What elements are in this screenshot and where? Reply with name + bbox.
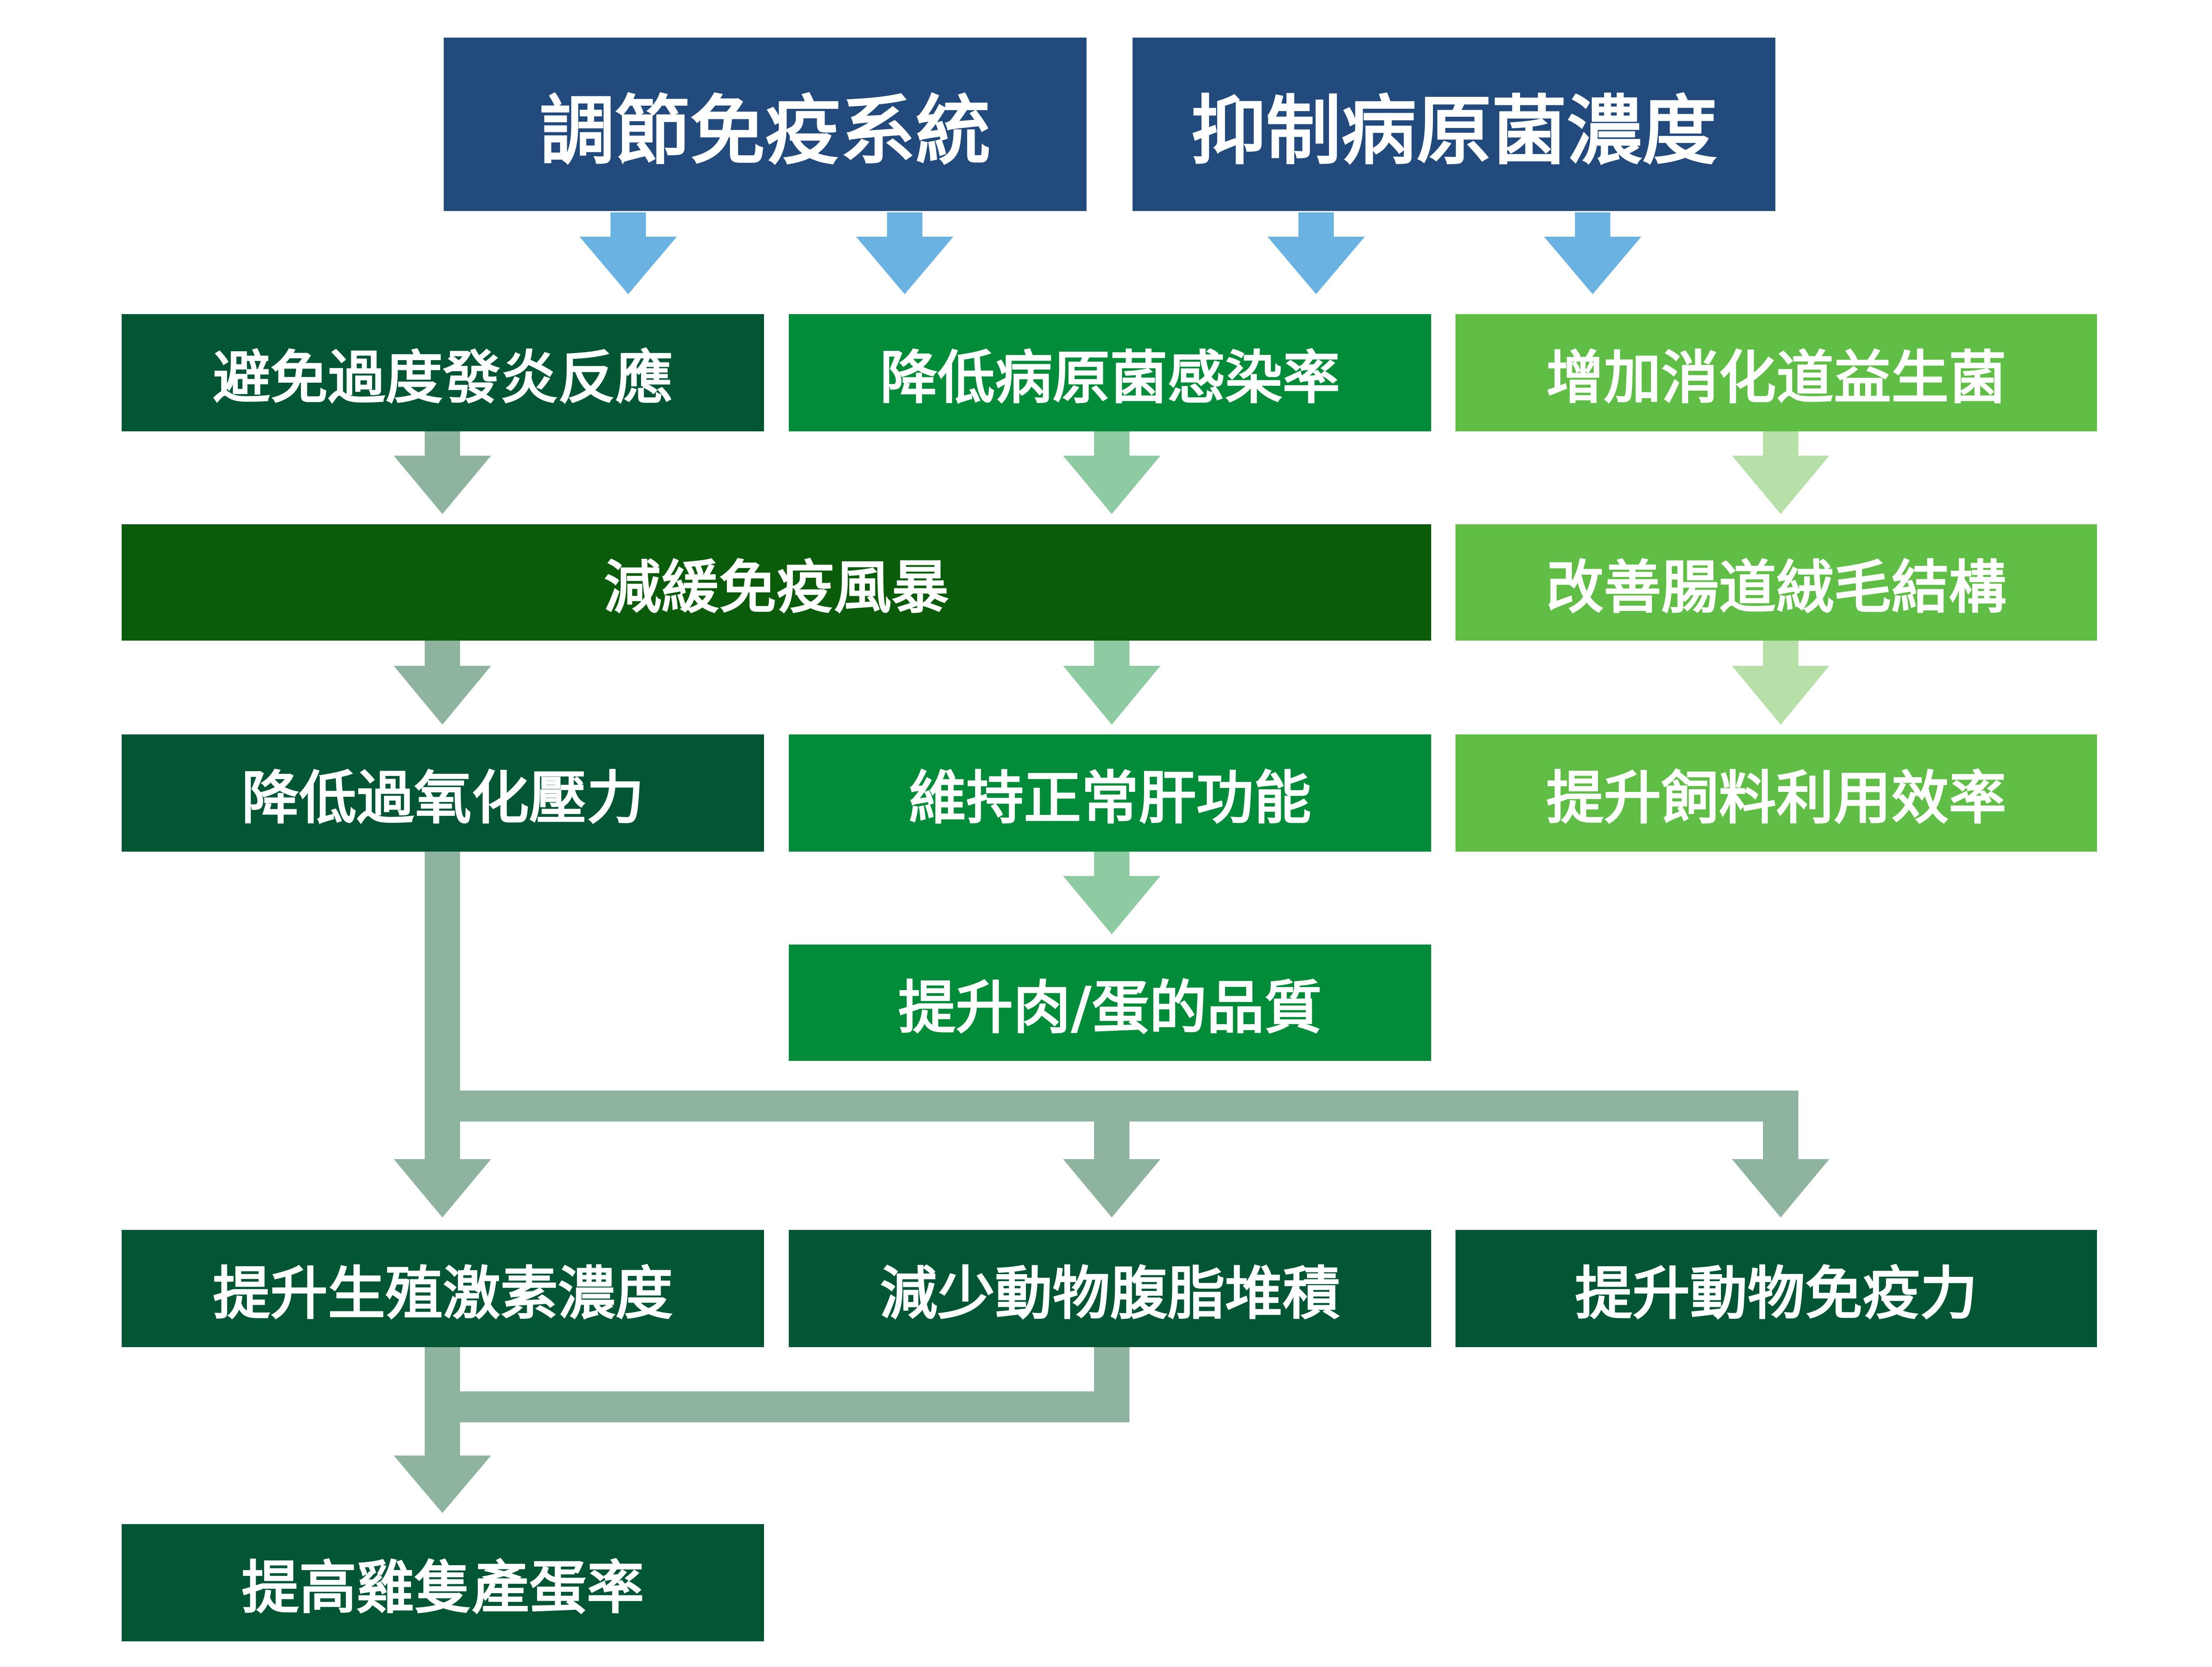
box-feed-efficiency-label: 提升飼料利用效率: [1546, 764, 2006, 832]
arrow-storm-to-liver-shaft: [1094, 641, 1129, 667]
box-feed-efficiency: 提升飼料利用效率: [1455, 734, 2097, 852]
box-avoid-inflammation: 避免過度發炎反應: [122, 314, 764, 431]
line-split-middle: [1094, 1091, 1129, 1161]
box-suppress-pathogen: 抑制病原菌濃度: [1133, 38, 1775, 211]
arrow-storm-to-liver-head: [1063, 666, 1160, 725]
box-regulate-immune-system: 調節免疫系統: [444, 38, 1087, 211]
box-meat-egg-quality-label: 提升肉/蛋的品質: [898, 974, 1322, 1041]
arrow-inflammation-to-storm-shaft: [425, 431, 460, 458]
box-improve-villi-label: 改善腸道絨毛結構: [1546, 553, 2006, 621]
arrow-villi-to-feed-shaft: [1763, 641, 1798, 667]
box-suppress-pathogen-label: 抑制病原菌濃度: [1190, 88, 1717, 175]
box-regulate-immune-system-label: 調節免疫系統: [539, 88, 991, 175]
blue-arrows: [580, 212, 1641, 294]
arrow-immune-left-head: [580, 237, 677, 294]
arrow-to-egg-rate-head: [394, 1456, 491, 1513]
arrow-inflammation-to-storm-head: [394, 456, 491, 514]
box-egg-production-rate: 提高雞隻產蛋率: [122, 1524, 764, 1641]
box-ease-cytokine-storm: 減緩免疫風暴: [122, 524, 1431, 641]
box-maintain-liver-label: 維持正常肝功能: [908, 764, 1311, 832]
arrow-liver-to-quality-shaft: [1094, 852, 1129, 878]
arrow-villi-to-feed-head: [1732, 666, 1829, 725]
pale-arrows: [1732, 431, 1829, 725]
arrow-infection-to-storm-shaft: [1094, 431, 1129, 458]
box-improve-villi: 改善腸道絨毛結構: [1455, 524, 2097, 641]
box-reduce-oxidative-stress-label: 降低過氧化壓力: [241, 764, 644, 832]
box-increase-probiotics: 增加消化道益生菌: [1455, 314, 2097, 431]
box-avoid-inflammation-label: 避免過度發炎反應: [212, 344, 673, 411]
box-meat-egg-quality: 提升肉/蛋的品質: [789, 945, 1431, 1061]
sage-arrows: [394, 431, 1829, 1513]
mint-arrows: [1063, 431, 1160, 934]
box-reduce-infection: 降低病原菌感染率: [789, 314, 1431, 431]
arrow-pathogen-right-shaft: [1575, 212, 1610, 239]
box-ease-cytokine-storm-label: 減緩免疫風暴: [603, 553, 949, 621]
arrow-liver-to-quality-head: [1063, 876, 1160, 934]
box-increase-probiotics-label: 增加消化道益生菌: [1546, 344, 2006, 411]
arrow-probiotics-to-villi-shaft: [1763, 431, 1798, 458]
box-reduce-abdominal-fat: 減少動物腹脂堆積: [789, 1230, 1431, 1347]
box-reduce-oxidative-stress: 降低過氧化壓力: [122, 734, 764, 852]
box-reproductive-hormone-label: 提升生殖激素濃度: [212, 1260, 673, 1327]
arrow-infection-to-storm-head: [1063, 456, 1160, 514]
arrow-immune-right-shaft: [887, 212, 922, 239]
arrow-pathogen-left-shaft: [1298, 212, 1334, 239]
arrow-pathogen-right-head: [1544, 237, 1641, 294]
box-reduce-infection-label: 降低病原菌感染率: [879, 344, 1340, 411]
box-animal-immunity: 提升動物免疫力: [1455, 1230, 2097, 1347]
arrow-to-reproductive-head: [394, 1159, 491, 1218]
box-egg-production-rate-label: 提高雞隻產蛋率: [241, 1554, 644, 1621]
arrow-immune-right-head: [856, 237, 953, 294]
arrow-to-fat-head: [1063, 1159, 1160, 1218]
box-maintain-liver: 維持正常肝功能: [789, 734, 1431, 852]
arrow-to-immunity-head: [1732, 1159, 1829, 1218]
box-animal-immunity-label: 提升動物免疫力: [1575, 1260, 1978, 1327]
line-merge-horizontal: [425, 1391, 1129, 1422]
box-reduce-abdominal-fat-label: 減少動物腹脂堆積: [879, 1260, 1340, 1327]
box-reproductive-hormone: 提升生殖激素濃度: [122, 1230, 764, 1347]
arrow-immune-left-shaft: [611, 212, 646, 239]
arrow-storm-to-oxidative-shaft: [425, 641, 460, 667]
line-split-right: [1763, 1091, 1798, 1161]
arrow-storm-to-oxidative-head: [394, 666, 491, 725]
arrow-pathogen-left-head: [1267, 237, 1365, 294]
arrow-probiotics-to-villi-head: [1732, 456, 1829, 514]
